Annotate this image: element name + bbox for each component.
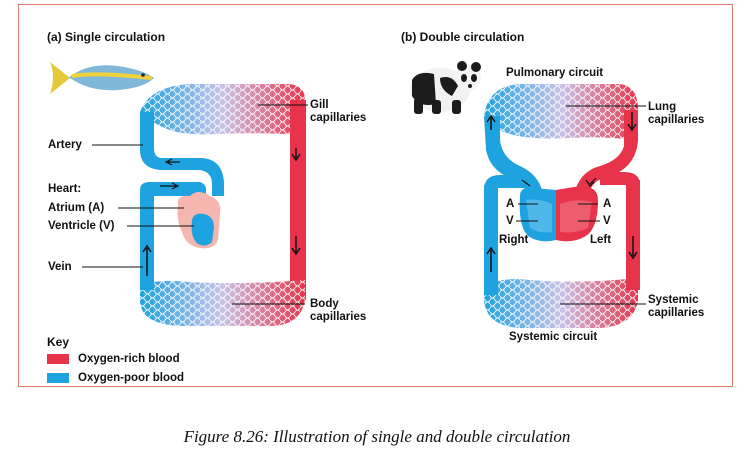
single-circulation-loop (82, 84, 308, 326)
atrium-label: Atrium (A) (48, 202, 105, 214)
artery-label: Artery (48, 139, 82, 151)
gill-capillaries-label: Gill capillaries (310, 99, 367, 124)
oxygen-rich-swatch (47, 354, 69, 364)
pulmonary-circuit-label: Pulmonary circuit (506, 67, 604, 79)
heart-label: Heart: (48, 183, 82, 195)
key-title: Key (47, 335, 70, 349)
panda-icon (410, 61, 481, 114)
body-capillaries-label: Body capillaries (310, 298, 367, 323)
left-atrium-label: A (603, 198, 612, 210)
circulation-diagram (50, 61, 646, 328)
panel-b-title: (b) Double circulation (401, 30, 525, 44)
right-ventricle-label: V (506, 215, 514, 227)
left-side-label: Left (590, 234, 612, 246)
vein-label: Vein (48, 261, 72, 273)
ventricle-label: Ventricle (V) (48, 220, 115, 232)
oxygen-rich-label: Oxygen-rich blood (78, 353, 180, 365)
systemic-capillaries-label: Systemic capillaries (648, 294, 705, 319)
left-ventricle-label: V (603, 215, 611, 227)
fish-icon (50, 62, 154, 94)
right-side-label: Right (499, 234, 529, 246)
oxygen-poor-swatch (47, 373, 69, 383)
systemic-circuit-label: Systemic circuit (509, 331, 598, 343)
lung-capillaries-label: Lung capillaries (648, 101, 705, 126)
double-circulation-loop (484, 84, 646, 328)
oxygen-poor-label: Oxygen-poor blood (78, 372, 185, 384)
panel-a-title: (a) Single circulation (47, 30, 166, 44)
right-atrium-label: A (506, 198, 515, 210)
figure-caption: Figure 8.26: Illustration of single and … (183, 427, 571, 446)
